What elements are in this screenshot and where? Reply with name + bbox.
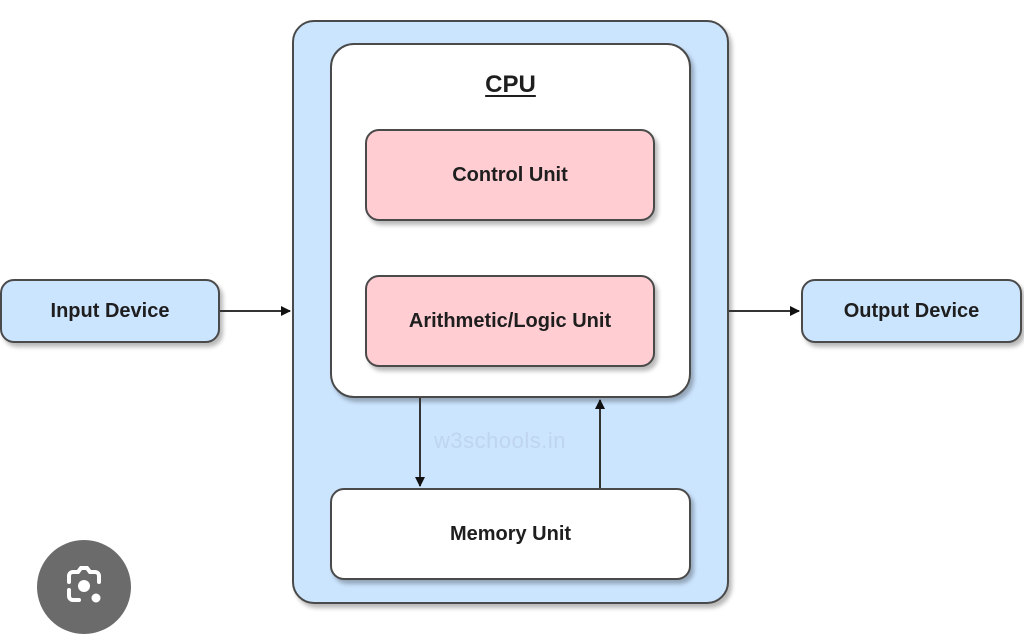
- control-unit-box: Control Unit: [365, 129, 655, 221]
- output-device-label: Output Device: [843, 299, 980, 322]
- control-unit-label: Control Unit: [452, 163, 568, 186]
- alu-label: Arithmetic/Logic Unit: [408, 309, 612, 332]
- output-device-box: Output Device: [801, 279, 1022, 343]
- input-device-box: Input Device: [0, 279, 220, 343]
- input-device-label: Input Device: [50, 299, 170, 322]
- memory-unit-box: Memory Unit: [330, 488, 691, 580]
- lens-camera-icon: [67, 566, 101, 603]
- cpu-title: CPU: [485, 71, 536, 98]
- watermark: w3schools.in: [434, 428, 566, 453]
- lens-search-button[interactable]: [37, 540, 131, 634]
- alu-box: Arithmetic/Logic Unit: [365, 275, 655, 367]
- memory-unit-label: Memory Unit: [449, 522, 572, 545]
